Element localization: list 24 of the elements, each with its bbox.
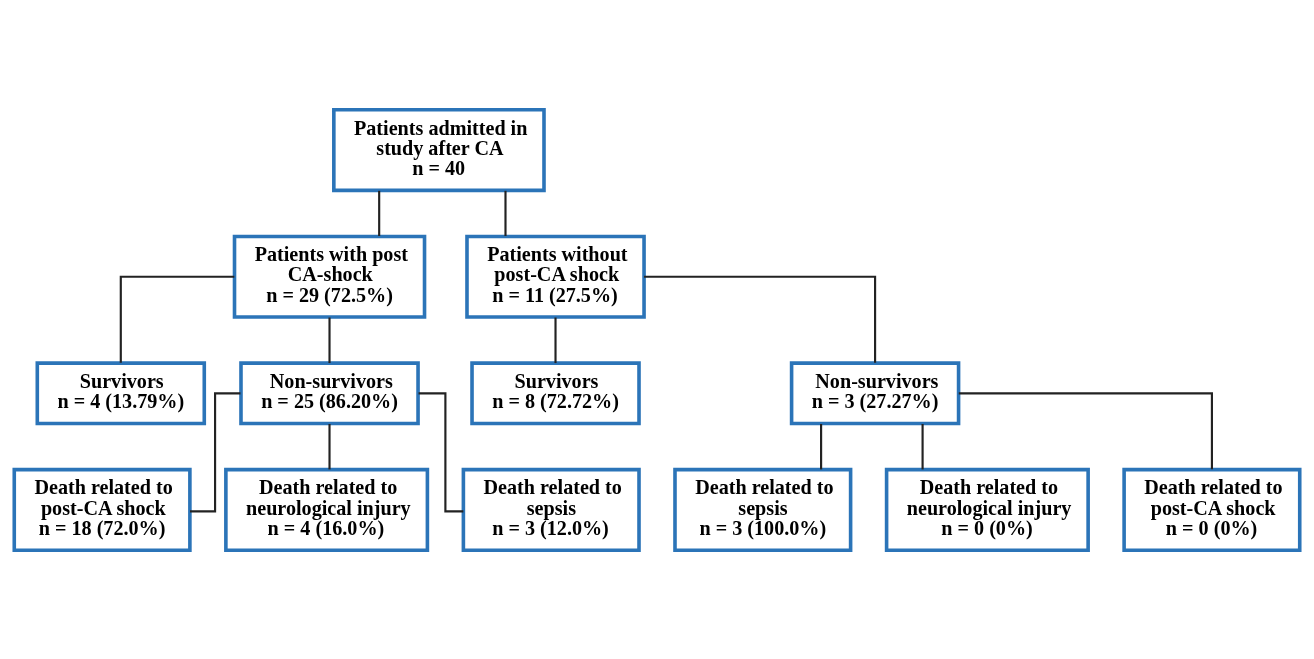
- connector: [921, 423, 924, 469]
- connector: [504, 190, 507, 236]
- node-box: Death related to neurological injury n = 4 (16.0%): [224, 467, 430, 552]
- connector: [328, 317, 331, 363]
- node-box: Patients without post-CA shock n = 11 (27.5%): [465, 234, 646, 319]
- node-box: Death related to sepsis n = 3 (100.0%): [673, 467, 853, 552]
- node-box: Death related to neurological injury n = 0 (0%): [884, 467, 1090, 552]
- node-box: Patients admitted in study after CA n = 40: [332, 107, 546, 192]
- connector: [190, 391, 241, 512]
- node-box: Survivors n = 4 (13.79%): [35, 360, 207, 425]
- node-box: Death related to sepsis n = 3 (12.0%): [461, 467, 641, 552]
- node-box: Non-survivors n = 25 (86.20%): [239, 360, 420, 425]
- connector: [554, 317, 557, 363]
- connector: [378, 190, 381, 236]
- node-box: Death related to post-CA shock n = 18 (72.0%): [12, 467, 192, 552]
- node-box: Non-survivors n = 3 (27.27%): [789, 360, 961, 425]
- connector: [644, 275, 877, 363]
- connector: [328, 423, 331, 469]
- connector: [820, 423, 823, 469]
- node-box: Death related to post-CA shock n = 0 (0%): [1122, 467, 1302, 552]
- node-box: Survivors n = 8 (72.72%): [470, 360, 641, 425]
- node-box: Patients with post CA-shock n = 29 (72.5%): [232, 234, 427, 319]
- connector: [958, 391, 1213, 469]
- connector: [119, 275, 235, 363]
